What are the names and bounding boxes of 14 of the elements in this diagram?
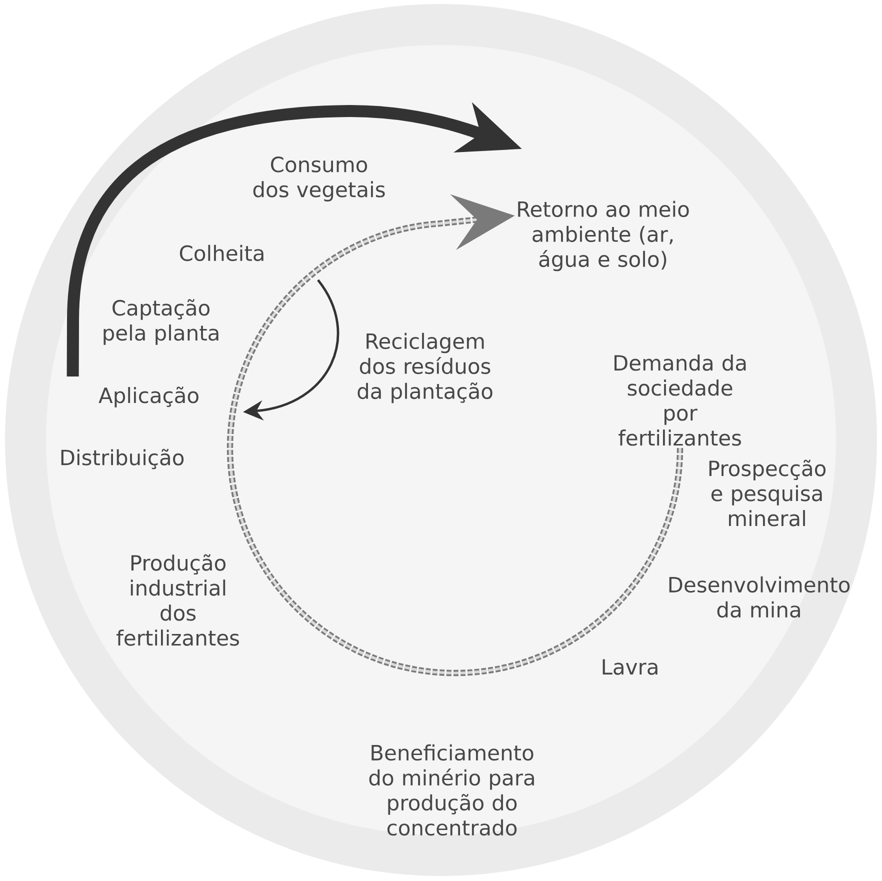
stage-text: Lavra — [602, 659, 658, 675]
stage-text: Desenvolvimento da mina — [669, 576, 850, 618]
stage-text: Consumo dos vegetais — [253, 156, 385, 202]
stage-text: Aplicação — [98, 386, 198, 408]
stage-text: Prospecção e pesquisa mineral — [709, 460, 826, 526]
cycle-arrow — [226, 194, 684, 676]
stage-text: Reciclagem dos resíduos da plantação — [358, 332, 492, 404]
stage-text: Produção industrial dos fertilizantes — [116, 554, 239, 646]
stage-text: Retorno ao meio ambiente (ar, água e solo) — [518, 200, 689, 272]
stage-text: Distribuição — [61, 448, 184, 470]
stage-text: Captação pela planta — [104, 299, 218, 345]
stage-text: Colheita — [180, 244, 264, 262]
stage-text: Beneficiamento do minério para produção do concentrado — [369, 744, 534, 836]
stage-text: Demanda da sociedade por fertilizantes — [614, 354, 746, 446]
